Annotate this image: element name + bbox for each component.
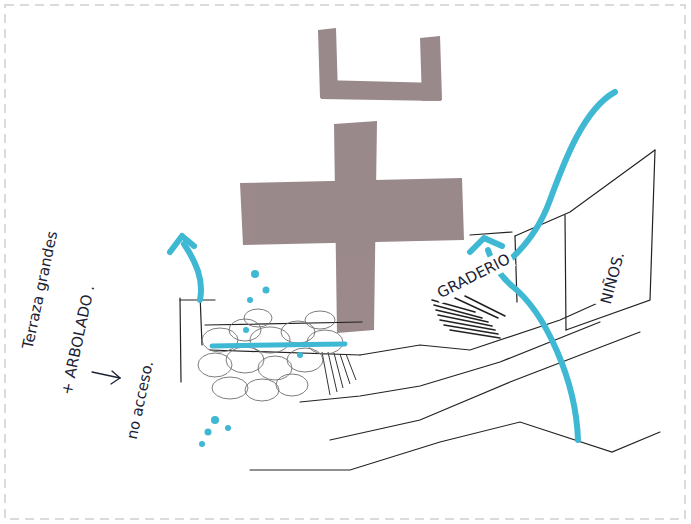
- cross-vertical: [334, 121, 377, 333]
- blue-flows: [170, 92, 615, 440]
- tree-scribble: [287, 348, 323, 372]
- flow-arrow: [184, 244, 201, 300]
- handwritten-note: NIÑOS.: [595, 247, 630, 309]
- blue-dot: [247, 297, 253, 303]
- blue-dot: [243, 327, 249, 333]
- blue-dots: [199, 270, 303, 447]
- hatch-line: [450, 330, 500, 338]
- blue-dot: [251, 270, 259, 278]
- tree-scribble: [229, 319, 261, 341]
- flow-line: [212, 344, 345, 346]
- blue-dot: [205, 429, 212, 436]
- blue-dot: [199, 441, 205, 447]
- tree-scribble: [202, 328, 238, 352]
- note-arrow: [92, 371, 120, 384]
- handwritten-note: no acceso.: [121, 356, 158, 444]
- pen-lines: [180, 150, 660, 470]
- tree-scribble: [305, 311, 335, 329]
- dashed-frame: [5, 5, 685, 519]
- hatch-line: [340, 354, 350, 384]
- pen-line: [470, 232, 512, 235]
- tree-scribble: [245, 379, 279, 401]
- pen-line: [515, 150, 655, 236]
- handwritten-note: + ARBOLADO .: [56, 280, 100, 399]
- flow-arrowhead: [470, 238, 502, 252]
- blue-dot: [225, 425, 231, 431]
- tree-scribble: [212, 377, 248, 399]
- blue-dot: [263, 287, 270, 294]
- hatch-line: [465, 296, 505, 316]
- tree-scribbles: [198, 309, 343, 401]
- flow-arrow: [505, 92, 615, 264]
- pen-line: [330, 332, 640, 440]
- pen-line: [180, 298, 181, 382]
- hatch-line: [346, 354, 356, 380]
- tree-hatch: [322, 352, 356, 395]
- tree-scribble: [244, 309, 272, 327]
- blue-dot: [297, 352, 303, 358]
- flow-arrowhead: [170, 236, 194, 252]
- top-bar-stroke: [320, 80, 441, 101]
- blue-dot: [211, 416, 219, 424]
- pen-line: [565, 215, 566, 330]
- flow-arrow: [488, 250, 578, 440]
- arrow-head: [111, 371, 120, 384]
- cross-wash: [240, 28, 464, 333]
- handwritten-note: Terraza grandes: [17, 226, 63, 353]
- handwritten-note: GRADERIO: [431, 248, 516, 305]
- pen-line: [205, 322, 362, 325]
- tree-scribble: [281, 321, 315, 343]
- pen-line: [300, 322, 600, 402]
- pen-line: [250, 422, 660, 470]
- pen-line: [566, 150, 655, 330]
- tree-scribble: [276, 374, 308, 396]
